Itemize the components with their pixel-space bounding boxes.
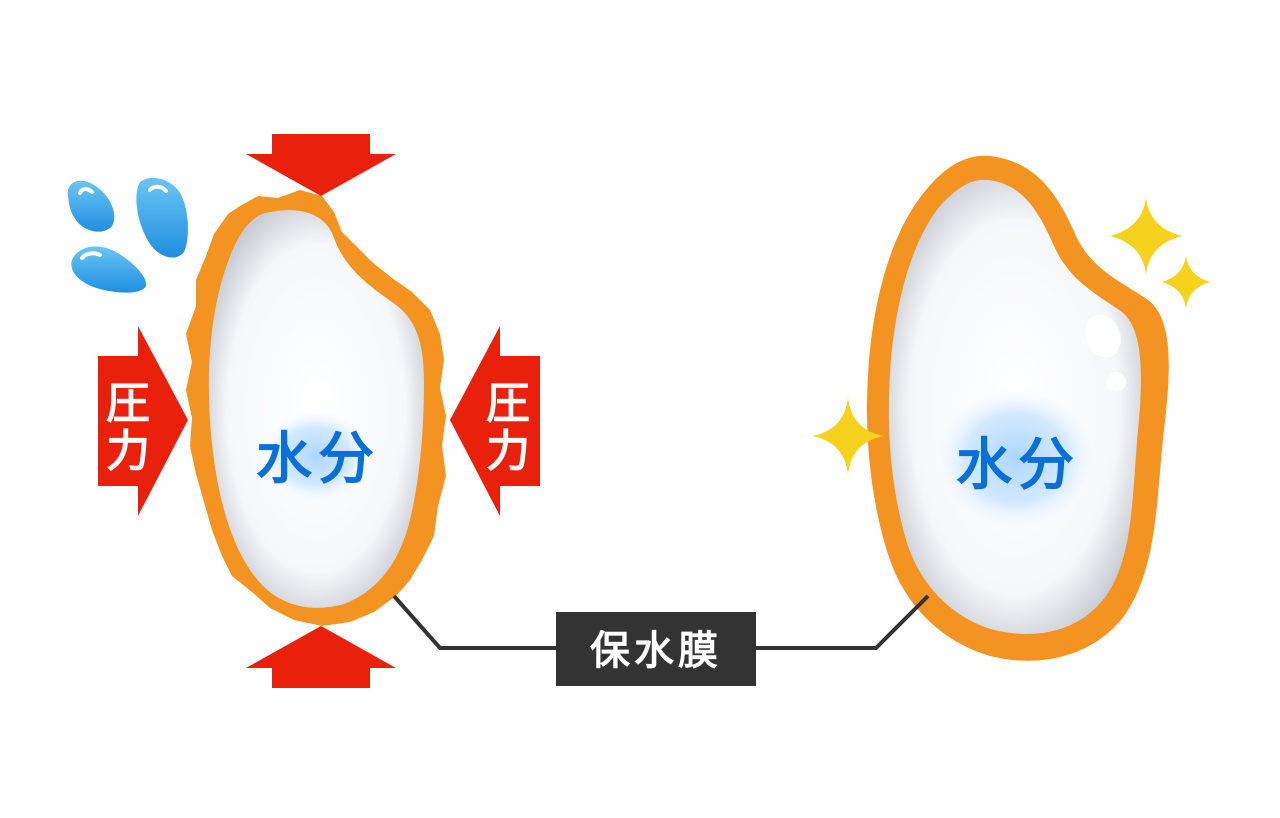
water-drop-icon [71,246,147,293]
moisture-glow [932,384,1100,532]
pressure-label-left-1: 圧 [106,378,150,429]
film-connector-lines [392,594,930,650]
moisture-glow [260,408,372,504]
sparkle-icon [1110,198,1182,274]
water-drop-icon [67,180,115,232]
arrow-left-icon [450,326,540,516]
sparkles [812,198,1210,474]
pressure-label-right-1: 圧 [486,378,530,429]
film-label-box [556,612,756,686]
left-rice-grain [186,190,446,626]
left-moisture-label: 水分 [256,427,380,492]
pressure-label-right-2: 力 [486,426,530,477]
arrow-down-icon [246,134,396,196]
right-rice-grain [866,155,1169,661]
pressure-label-left-2: 力 [106,426,150,477]
sparkle-icon [1162,256,1210,308]
water-drop-icon [136,177,188,258]
arrow-right-icon [98,326,188,516]
highlight [1106,372,1126,392]
highlight [1085,314,1121,358]
sparkle-icon [812,398,884,474]
right-moisture-label: 水分 [956,433,1080,498]
water-drops-icon [67,177,188,293]
arrow-up-icon [246,626,396,688]
film-label: 保水膜 [590,628,722,674]
pressure-arrows [98,134,540,688]
